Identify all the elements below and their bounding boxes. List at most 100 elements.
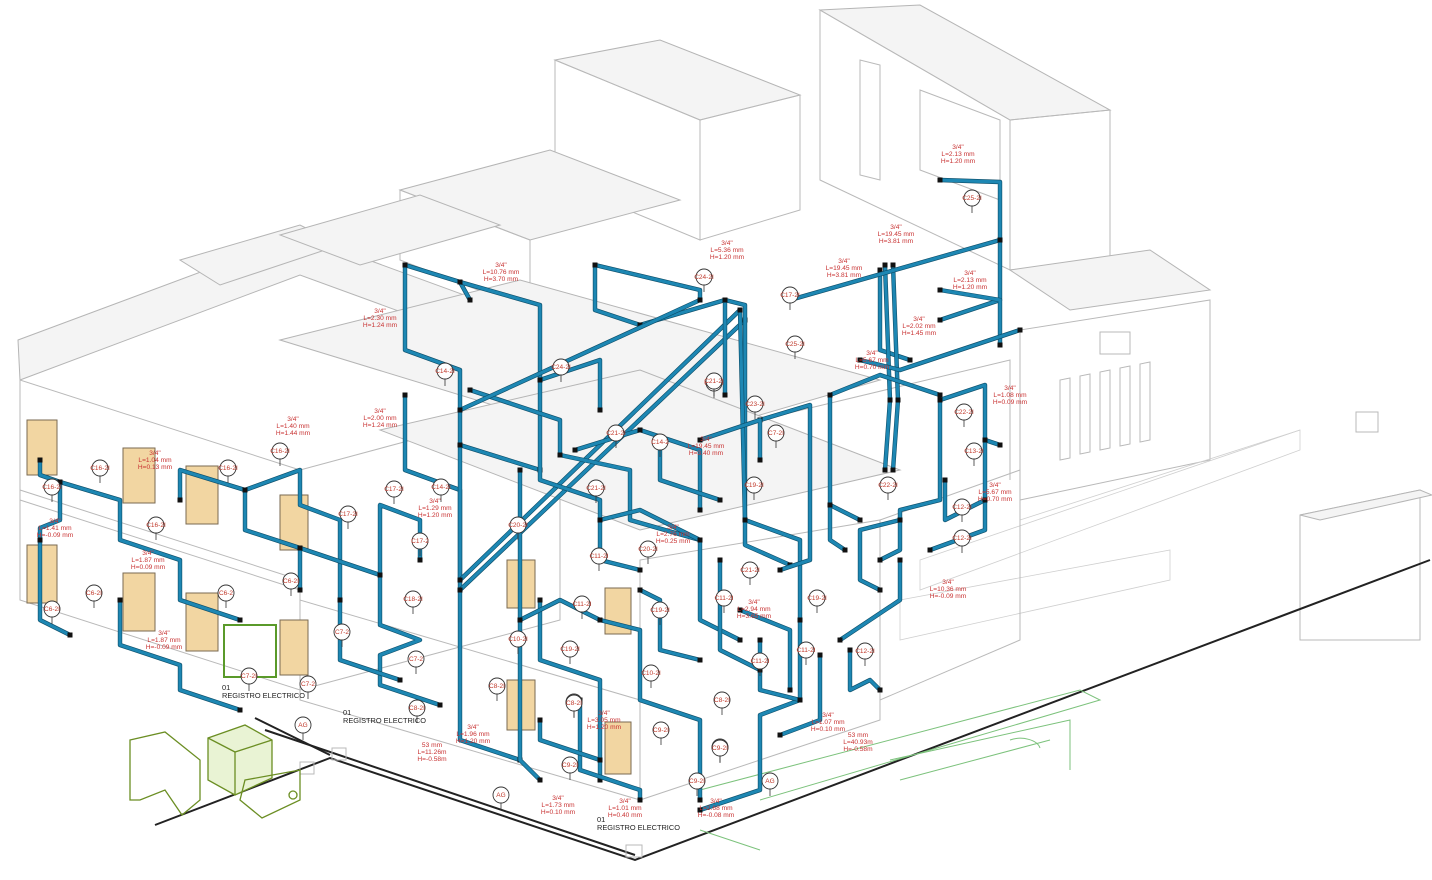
circuit-tag: C10-2I [508,630,528,654]
pipe-run [38,458,62,542]
circuit-label: C16-2I [270,448,290,455]
pipe-junction [242,487,248,493]
pipe-run [698,418,762,462]
pipe-junction [897,557,903,563]
note-length: L=2.68 mm [699,805,733,813]
pipe-junction [457,587,463,593]
note-size: 3/4" [142,550,154,557]
circuit-label: C7-2I [241,673,257,680]
note-length: L=19.45 mm [877,231,915,239]
circuit-label: C6-2I [283,578,299,585]
note-height: H=1.45 mm [901,330,937,338]
pipe-junction [637,567,643,573]
note-size: 3/4" [495,262,507,269]
pipe-junction [937,317,943,323]
note-size: 3/4" [158,630,170,637]
pipe-junction [842,547,848,553]
pipe-junction [592,262,598,268]
pipe-junction [597,517,603,523]
circuit-tag: C14-2I [435,362,455,386]
pipe-outline [337,597,403,683]
note-length: L=2.13 mm [953,277,987,285]
register-label: 01 REGISTRO ELECTRICO [597,815,680,832]
note-height: H=3.65 mm [736,613,772,621]
circuit-label: C17-2I [780,292,800,299]
circuit-label: C18-2I [403,596,423,603]
note-height: H=1.24 mm [362,322,398,330]
tag-circle [411,532,429,550]
pipe-junction [857,517,863,523]
pipe-run [638,588,702,662]
note-size: 3/4" [748,599,760,606]
note-size: 3/4" [942,579,954,586]
note-size: 3/4" [667,524,679,531]
window [604,721,632,775]
tag-circle [953,529,971,547]
pipe-junction [737,607,743,613]
pipe-run [698,618,802,812]
note-height: H=1.20 mm [586,724,622,732]
pipe-junction [877,687,883,693]
pipe-junction [997,342,1003,348]
circuit-label: C21-2I [606,430,626,437]
tag-circle [492,786,510,804]
tag-circle [751,652,769,670]
pipe-junction [697,657,703,663]
pipe-junction [697,297,703,303]
pipe-run [938,383,1002,447]
pipe-junction [537,597,543,603]
tag-circle [587,479,605,497]
pipe-run [538,378,642,572]
pipe-junction [37,457,43,463]
pipe-run [738,608,792,692]
circuit-label: C8-2I [714,697,730,704]
circuit-label: C17-2I [384,486,404,493]
note-size: 3/4" [374,408,386,415]
register-label: 01 REGISTRO ELECTRICO [222,683,305,700]
pipe-run [458,443,522,762]
pipe-junction [697,437,703,443]
pipe-junction [877,587,883,593]
pipe-run [788,178,1002,302]
circuit-tag: C6-2I [282,572,300,596]
tag-circle [711,739,729,757]
pipe-run [458,298,702,412]
pipe-run [458,280,542,382]
circuit-tag: C23-2I [745,395,765,419]
tag-circle [147,516,165,534]
pipe-junction [417,557,423,563]
circuit-tag: C25-2I [785,335,805,359]
circuit-tag: C16-2I [90,459,110,483]
note-length: L=2.13 mm [941,151,975,159]
pipe-junction [697,807,703,813]
pipe-junction [572,447,578,453]
tag-circle [432,478,450,496]
circuit-tag: C24-2I [694,268,714,292]
tag-circle [651,601,669,619]
tag-circle [91,459,109,477]
circuit-tag: C19-2I [744,476,764,500]
note-length: L=1.96 mm [456,731,490,739]
register-code: 01 [343,708,352,717]
floor-slab-2 [378,369,902,531]
pipe-junction [837,637,843,643]
pipe-junction [897,517,903,523]
pipe-junction [777,732,783,738]
pipe-junction [697,797,703,803]
tag-circle [43,600,61,618]
pipe-junction [737,307,743,313]
circuit-label: C16-2I [90,465,110,472]
pipe-outline [737,607,793,693]
pipe-run [828,503,847,552]
tag-circle [509,516,527,534]
pipe-junction [722,297,728,303]
circuit-tag: C19-2I [560,640,580,664]
pipe-run [758,638,802,702]
circuit-label: C7-2 [409,656,423,663]
pipe-run [848,648,882,692]
